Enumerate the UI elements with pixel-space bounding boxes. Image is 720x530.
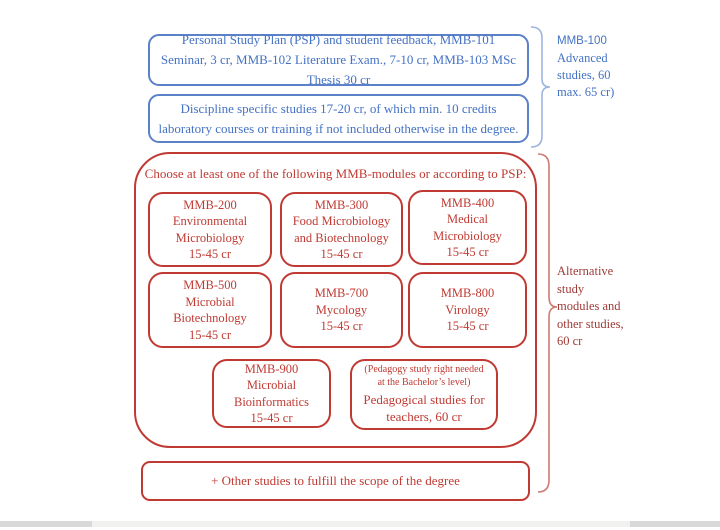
other-studies-text: + Other studies to fulfill the scope of … (211, 473, 460, 488)
blue-brace (530, 26, 551, 148)
scrollbar-thumb-left[interactable] (0, 521, 92, 527)
psp-feedback-text: Personal Study Plan (PSP) and student fe… (160, 32, 517, 87)
discipline-studies-text: Discipline specific studies 17-20 cr, of… (158, 100, 519, 136)
mmb-100-code: MMB-100 (557, 35, 607, 47)
module-box-mmb-400: MMB-400 Medical Microbiology 15-45 cr (408, 190, 527, 265)
mmb-100-advanced-studies-label: MMB-100 Advanced studies, 60 max. 65 cr) (557, 33, 647, 101)
scrollbar-thumb-right[interactable] (630, 521, 720, 527)
pedagogy-main-text: Pedagogical studies for teachers, 60 cr (363, 392, 485, 424)
module-box-mmb-300: MMB-300 Food Microbiology and Biotechnol… (280, 192, 403, 267)
modules-title: Choose at least one of the following MMB… (144, 166, 527, 181)
other-studies-box: + Other studies to fulfill the scope of … (141, 461, 530, 501)
mmb-100-label-lines: Advanced studies, 60 max. 65 cr) (557, 51, 615, 99)
discipline-studies-box: Discipline specific studies 17-20 cr, of… (148, 94, 529, 143)
alternative-modules-label: Alternative study modules and other stud… (557, 264, 624, 348)
pedagogical-studies-box: (Pedagogy study right needed at the Bach… (350, 359, 498, 430)
module-box-mmb-800: MMB-800 Virology 15-45 cr (408, 272, 527, 348)
module-box-mmb-500: MMB-500 Microbial Biotechnology 15-45 cr (148, 272, 272, 348)
module-box-mmb-900: MMB-900 Microbial Bioinformatics 15-45 c… (212, 359, 331, 428)
psp-feedback-box: Personal Study Plan (PSP) and student fe… (148, 32, 529, 87)
horizontal-scrollbar (0, 521, 720, 527)
modules-container (134, 152, 537, 448)
module-box-mmb-700: MMB-700 Mycology 15-45 cr (280, 272, 403, 348)
module-box-mmb-200: MMB-200 Environmental Microbiology 15-45… (148, 192, 272, 267)
pedagogy-note-text: (Pedagogy study right needed at the Bach… (364, 364, 484, 388)
